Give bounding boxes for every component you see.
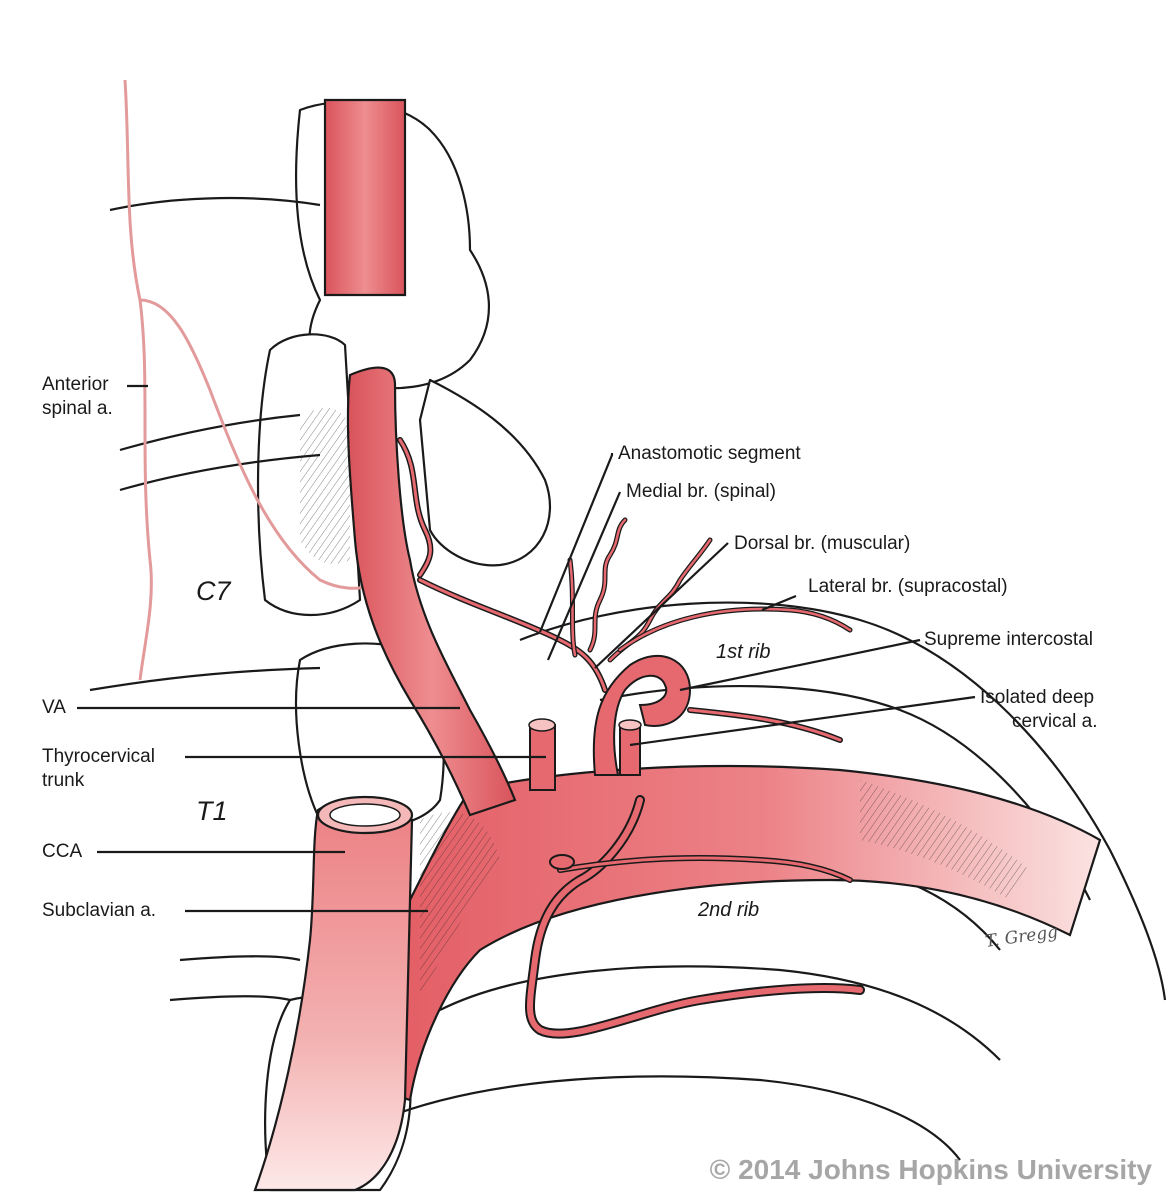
- hatching: [300, 407, 1030, 1000]
- cca-shape: [253, 800, 414, 1192]
- leader-anastomotic: [538, 453, 614, 633]
- label-2nd-rib: 2nd rib: [698, 899, 760, 921]
- label-dorsal-branch: Dorsal br. (muscular): [734, 533, 911, 554]
- leader-lateral: [761, 594, 797, 612]
- c7-transverse-lines: [109, 196, 321, 212]
- supreme-intercostal-loop: [592, 654, 692, 776]
- small-branch-stub: [549, 854, 575, 870]
- second-rib-lower: [439, 965, 1001, 1061]
- first-rib-upper: [519, 601, 1167, 1001]
- label-anterior-spinal: Anterior spinal a.: [42, 374, 113, 419]
- vertebral-artery-upper: [323, 98, 407, 297]
- isolated-deep-cervical-stub: [619, 724, 641, 776]
- cervical-process: [418, 378, 552, 567]
- leader-lines: [77, 384, 976, 913]
- leader-dorsal: [594, 542, 729, 669]
- copyright-notice: © 2014 Johns Hopkins University: [709, 1154, 1152, 1185]
- cervical-branches: [397, 437, 853, 743]
- leader-medial: [546, 491, 622, 661]
- label-thyrocervical-trunk: Thyrocervical trunk: [42, 746, 155, 791]
- label-supreme-intercostal: Supreme intercostal: [924, 629, 1093, 650]
- anterior-spinal-artery: [123, 79, 371, 681]
- lower-rib: [379, 1075, 961, 1161]
- label-anastomotic-segment: Anastomotic segment: [618, 443, 801, 464]
- label-va: VA: [42, 697, 66, 718]
- label-isolated-deep-cervical: Isolated deep cervical a.: [980, 687, 1098, 732]
- label-subclavian: Subclavian a.: [42, 900, 157, 921]
- leader-isolated: [629, 695, 976, 747]
- label-c7: C7: [196, 576, 231, 606]
- vertebral-artery-shape: [346, 366, 517, 817]
- label-1st-rib: 1st rib: [716, 641, 771, 663]
- leader-supreme: [679, 638, 921, 692]
- label-lateral-branch: Lateral br. (supracostal): [808, 576, 1008, 597]
- label-medial-branch: Medial br. (spinal): [626, 481, 776, 502]
- label-cca: CCA: [42, 841, 83, 862]
- label-t1: T1: [196, 796, 228, 826]
